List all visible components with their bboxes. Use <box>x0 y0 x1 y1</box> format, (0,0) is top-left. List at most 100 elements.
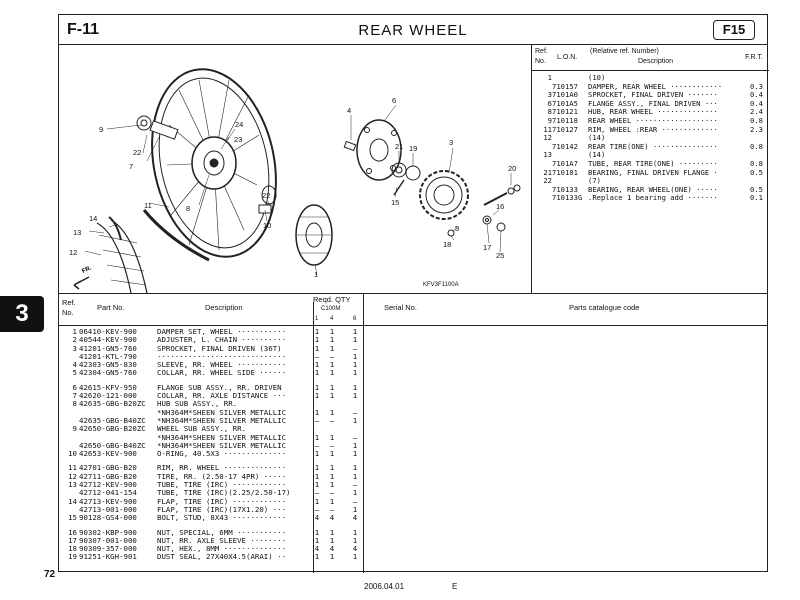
qty-cell: 1 <box>314 496 320 506</box>
qty-cell: 1 <box>352 360 358 370</box>
footer-edition: E <box>452 582 458 591</box>
qty-cell: 1 <box>314 368 320 378</box>
qty-cell: 1 <box>329 463 335 473</box>
qty-cell: 1 <box>329 496 335 506</box>
part-no-cell: 42711-GBG-B20 <box>79 471 137 481</box>
reference-lon-cell: 710101 <box>552 167 578 177</box>
bearing-left-drawing <box>136 115 152 131</box>
reference-ref-cell: 1 <box>547 73 552 82</box>
qty-cell: 1 <box>352 351 358 361</box>
reference-desc-cell: .Replace 1 bearing add ······· <box>588 193 718 203</box>
reference-desc-cell: (10) <box>588 73 606 82</box>
column-divider <box>363 293 364 573</box>
qty-cell: 1 <box>329 335 335 345</box>
part-no-cell: 42650-GBG-B40ZC <box>79 440 146 450</box>
qty-cell: 1 <box>352 535 358 545</box>
ref-cell: 2 <box>72 335 77 345</box>
description-cell: FLANGE SUB ASSY., RR. DRIVEN <box>157 382 282 392</box>
qty-cell: 1 <box>314 480 320 490</box>
qty-cell: 1 <box>352 504 358 514</box>
callout-number: 22 <box>133 148 141 157</box>
callout-number: 3 <box>449 138 453 147</box>
exploded-view-drawing: 1 3 4 5 6 7 8 9 10 11 12 13 14 15 16 17 … <box>69 68 521 293</box>
description-cell: *NH364M*SHEEN SILVER METALLIC <box>157 407 287 417</box>
description-cell: COLLAR, RR. AXLE DISTANCE ··· <box>157 391 287 401</box>
parts-header-catalogue-code: Parts catalogue code <box>569 303 640 312</box>
ref-cell: 6 <box>72 382 77 392</box>
qty-cell: 1 <box>352 415 358 425</box>
qty-cell: – <box>329 415 335 425</box>
rim-flap-drawing <box>142 209 210 262</box>
part-no-cell: 06410-KEV-900 <box>79 327 137 336</box>
ref-cell: 5 <box>72 368 77 378</box>
reference-frt-cell: 0.4 <box>750 98 763 108</box>
ref-header-frt: F.R.T. <box>745 54 763 61</box>
callout-numbers: 1 3 4 5 6 7 8 9 10 11 12 13 14 15 16 17 … <box>69 96 516 279</box>
ref-cell: 18 <box>68 544 77 554</box>
reference-lon-cell: 7101A0 <box>552 90 578 100</box>
qty-cell: 1 <box>329 343 335 353</box>
dust-seal-drawing <box>405 165 421 181</box>
qty-cell: 1 <box>329 407 335 417</box>
exploded-diagram: 1 3 4 5 6 7 8 9 10 11 12 13 14 15 16 17 … <box>59 45 532 293</box>
reference-ref-cell: 8 <box>547 107 552 117</box>
qty-cell: – <box>314 504 320 514</box>
description-cell: ADJUSTER, L. CHAIN ·········· <box>157 335 287 345</box>
reference-desc-cell: DAMPER, REAR WHEEL ············ <box>588 81 723 91</box>
qty-cell: 1 <box>314 535 320 545</box>
description-cell: RIM, RR. WHEEL ·············· <box>157 463 287 473</box>
qty-cell: 1 <box>329 368 335 378</box>
section-tab: 3 <box>0 296 44 332</box>
qty-cell: – <box>314 415 320 425</box>
callout-number: 17 <box>483 243 491 252</box>
description-cell: *NH364M*SHEEN SILVER METALLIC <box>157 432 287 442</box>
description-cell: HUB SUB ASSY., RR. <box>157 399 238 409</box>
callout-number: 15 <box>391 198 399 207</box>
ref-cell: 16 <box>68 527 77 537</box>
description-cell: TUBE, TIRE (IRC) ············ <box>157 480 287 490</box>
callout-number: 7 <box>129 162 133 171</box>
reference-desc-cell: TUBE, REAR TIRE(ONE) ········· <box>588 158 718 168</box>
reference-ref-cell: 6 <box>547 98 552 108</box>
qty-cell: 1 <box>352 440 358 450</box>
parts-header-no: No. <box>62 308 74 317</box>
parts-table-header: Ref. No. Part No. Description Reqd. QTY … <box>59 293 767 326</box>
parts-header-serial-no: Serial No. <box>384 303 417 312</box>
part-no-cell: 42303-GN5-830 <box>79 360 137 370</box>
callout-number: 11 <box>144 201 152 210</box>
reference-desc-cell: BEARING, FINAL DRIVEN FLANGE · <box>588 167 718 177</box>
qty-cell: 1 <box>314 327 320 336</box>
part-no-cell: 42712-KEV-900 <box>79 480 137 490</box>
reference-desc-cell: HUB, REAR WHEEL ·············· <box>588 107 718 117</box>
part-no-cell: 41201-GN5-760 <box>79 343 137 353</box>
callout-number: 12 <box>69 248 77 257</box>
part-no-cell: 42304-GN5-760 <box>79 368 137 378</box>
reference-lon-cell: 710157 <box>552 81 578 91</box>
callout-number: 18 <box>443 240 451 249</box>
qty-cell: 1 <box>329 360 335 370</box>
reference-desc-cell: SPROCKET, FINAL DRIVEN ······· <box>588 90 718 100</box>
reference-desc-cell: (14) <box>588 133 606 143</box>
reference-desc-cell: BEARING, REAR WHEEL(ONE) ····· <box>588 184 718 194</box>
part-no-cell: 42635-GBG-B40ZC <box>79 415 146 425</box>
reference-frt-cell: 0.5 <box>750 184 763 194</box>
callout-number: 20 <box>508 164 516 173</box>
tube-drawing <box>108 216 122 241</box>
qty-cell: 1 <box>352 449 358 459</box>
reference-ref-cell: 13 <box>543 150 552 160</box>
ref-cell: 13 <box>68 480 77 490</box>
